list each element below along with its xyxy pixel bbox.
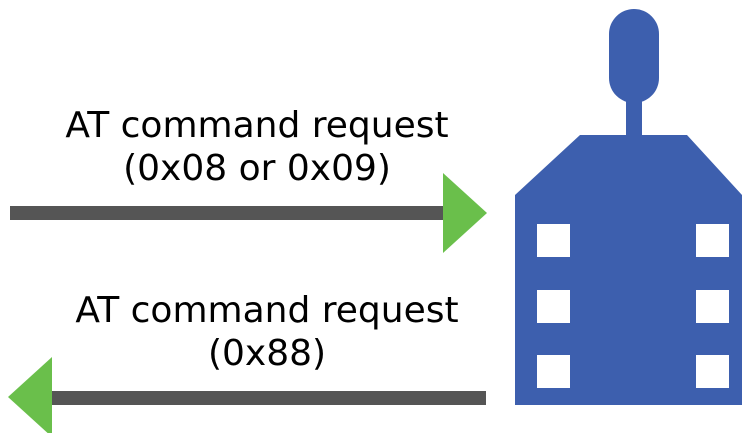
xbee-module-icon — [515, 9, 742, 405]
device-pin-left-2 — [537, 290, 570, 323]
response-label-line1: AT command request — [75, 290, 458, 331]
device-pin-right-3 — [696, 355, 729, 388]
request-arrow-shaft — [10, 206, 450, 220]
device-pin-left-1 — [537, 224, 570, 257]
response-arrow-shaft — [50, 391, 486, 405]
request-label-line1: AT command request — [65, 105, 448, 146]
device-antenna-stem — [626, 95, 642, 140]
request-arrow-head — [443, 173, 487, 253]
arrow-right-icon — [10, 173, 487, 253]
device-pin-right-1 — [696, 224, 729, 257]
response-arrow-head — [8, 357, 52, 433]
device-body — [515, 135, 742, 405]
request-label-line2: (0x08 or 0x09) — [123, 148, 391, 189]
device-pin-right-2 — [696, 290, 729, 323]
device-pin-left-3 — [537, 355, 570, 388]
arrow-left-icon — [8, 357, 486, 433]
response-label-line2: (0x88) — [208, 333, 326, 374]
device-antenna — [609, 9, 659, 103]
